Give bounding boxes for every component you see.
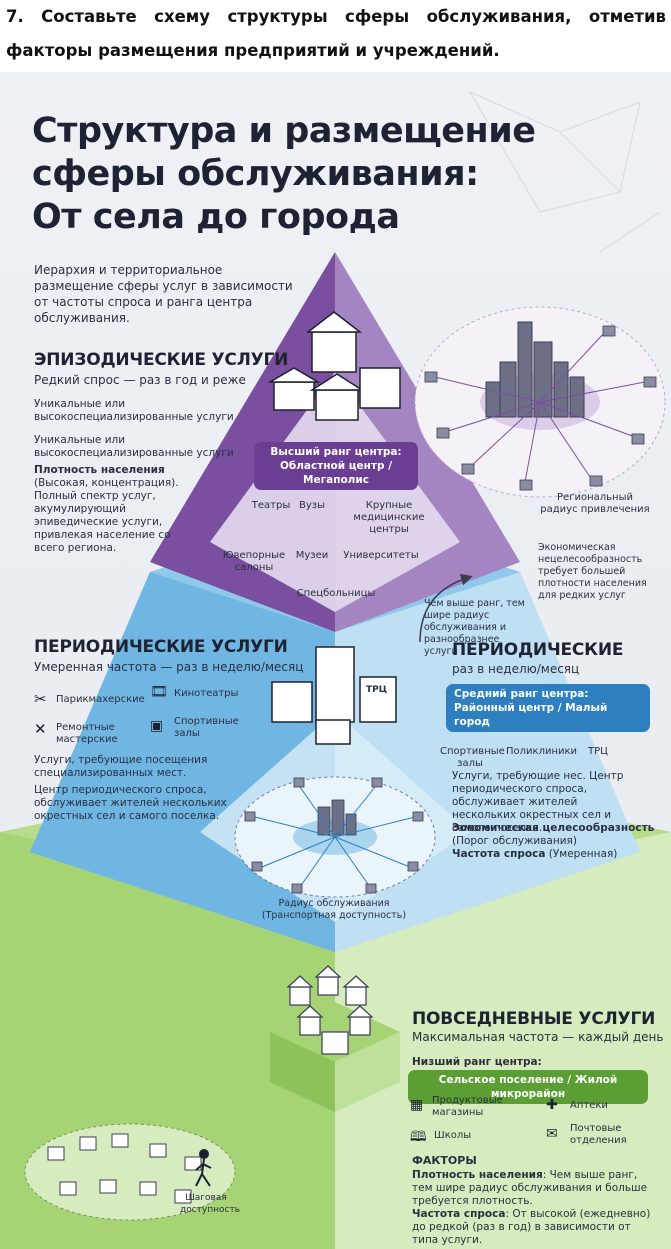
daily-density-label: Плотность населения (412, 1169, 543, 1181)
city-skyline (485, 321, 585, 418)
label-mall: ТРЦ (588, 746, 608, 757)
regional-radius-label: Региональный радиус привлечения (540, 492, 650, 515)
periodic-radius-label: Радиус обслуживания (Транспортная доступ… (261, 898, 407, 921)
daily-center-pill: Сельское поселение / Жилой микрорайон (408, 1070, 648, 1104)
periodic-heading: ПЕРИОДИЧЕСКИЕ УСЛУГИ (34, 637, 288, 657)
daily-freq-label: Частота спроса (412, 1208, 506, 1220)
pharmacy-icon: ✚ (546, 1097, 558, 1113)
daily-freq-text: : От высокой (ежедневно) до редкой (раз … (412, 1208, 651, 1246)
film-icon: 🎞 (150, 684, 168, 700)
title-line-1: Структура и размещение (32, 111, 536, 151)
shop-icon: ▦ (410, 1097, 424, 1113)
label-barber: Парикмахерские (56, 694, 145, 705)
periodic-econ-label: Эономическая целесообразность (452, 822, 655, 834)
label-repair: Ремонтные мастерские (56, 722, 118, 745)
regional-center-buildings (267, 311, 401, 421)
label-post: Почтовые отделения (570, 1123, 627, 1146)
episodic-density-text: (Высокая, концентрация). Полный спектр у… (34, 477, 179, 554)
label-universities: Университеты (343, 550, 419, 561)
periodic-center-value: Районный центр / Малый город (454, 702, 608, 728)
rank-note: Чем выше ранг, тем шире радиус обслужива… (424, 598, 525, 657)
label-sport-left: Спортивные залы (174, 716, 239, 739)
label-cinema: Кинотеатры (174, 688, 239, 699)
periodic-center-label: Средний ранг центра: (454, 688, 589, 700)
city-arrows (434, 331, 646, 483)
daily-freq: Частота спроса: От высокой (ежедневно) д… (412, 1208, 657, 1247)
district-center-buildings (271, 646, 397, 745)
periodic-freq: Частота спроса (Умеренная) (452, 848, 617, 861)
title-line-3: От села до города (32, 197, 400, 237)
walking-person-icon (195, 1149, 212, 1187)
econ-note: Экономическая нецелесообразность требует… (538, 542, 647, 601)
village-houses (286, 965, 374, 1055)
poster-title: Структура и размещение сферы обслуживани… (32, 110, 536, 239)
periodic-freq-label: Частота спроса (452, 848, 546, 860)
walking-label: Шаговая доступность (180, 1193, 241, 1215)
episodic-center-label: Высший ранг центра: (270, 446, 402, 458)
episodic-note-1: Уникальные или высокоспециализированные … (34, 398, 234, 423)
periodic-econ-value: (Порог обслуживания) (452, 835, 577, 847)
episodic-subheading: Редкий спрос — раз в год и реже (34, 373, 246, 387)
infographic-poster: Структура и размещение сферы обслуживани… (0, 72, 671, 1249)
label-museums: Музеи (295, 550, 329, 561)
gym-icon: ▣ (150, 718, 164, 734)
daily-center-value: Сельское поселение / Жилой микрорайон (438, 1074, 618, 1100)
daily-density: Плотность населения: Чем выше ранг, тем … (412, 1169, 652, 1208)
daily-factors-heading: ФАКТОРЫ (412, 1154, 477, 1167)
label-jewelry: Ювепорные салоны (222, 550, 286, 573)
background-network (469, 91, 661, 253)
label-pharmacy: Аптеки (570, 1100, 608, 1111)
periodic-right-subheading: раз в неделю/месяц (452, 662, 580, 676)
label-theatres: Театры (251, 500, 291, 511)
episodic-heading: ЭПИЗОДИЧЕСКИЕ УСЛУГИ (34, 350, 289, 370)
label-universities-short: Вузы (299, 500, 325, 511)
label-hospitals: Спецбольницы (296, 588, 376, 599)
daily-center-label: Низший ранг центра: (412, 1056, 542, 1068)
label-sport-right: Спортивные залы (440, 746, 505, 769)
periodic-subheading: Умеренная частота — раз в неделю/месяц (34, 660, 304, 674)
periodic-text-1: Услуги, требующие посещения специализиро… (34, 754, 208, 779)
label-schools: Школы (434, 1130, 472, 1141)
periodic-freq-value: (Умеренная) (548, 848, 618, 860)
mall-sign: ТРЦ (366, 685, 388, 695)
title-line-2: сферы обслуживания: (32, 154, 479, 194)
periodic-right-heading: ПЕРИОДИЧЕСКИЕ (452, 640, 624, 660)
label-medical-centers: Крупные медицинские центры (353, 500, 425, 535)
episodic-note-2: Уникальные или высокоспециализированные … (34, 434, 234, 459)
task-line-2: факторы размещения предприятий и учрежде… (6, 41, 500, 60)
daily-layer-right (335, 832, 671, 1249)
task-line-1: 7. Составьте схему структуры сферы обслу… (6, 7, 666, 26)
daily-density-text: : Чем выше ранг, тем шире радиус обслужи… (412, 1169, 648, 1207)
tools-icon: ✕ (34, 720, 47, 738)
episodic-center-value: Областной центр / Мегаполис (279, 460, 393, 486)
task-text: 7. Составьте схему структуры сферы обслу… (6, 0, 666, 68)
episodic-inner-face (210, 372, 460, 612)
school-icon: 🕮 (410, 1129, 427, 1145)
periodic-text-2: Центр периодического спроса, обслуживает… (34, 784, 227, 822)
episodic-center-pill: Высший ранг центра: Областной центр / Ме… (254, 442, 418, 490)
daily-heading: ПОВСЕДНЕВНЫЕ УСЛУГИ (412, 1009, 656, 1029)
pyramid-graphic (0, 91, 671, 1249)
periodic-center-pill: Средний ранг центра: Районный центр / Ма… (446, 684, 650, 732)
label-clinics: Поликлиники (506, 746, 578, 757)
periodic-right-text: Услуги, требующие нес. Центр периодическ… (452, 770, 624, 834)
label-groceries: Продуктовые магазины (432, 1095, 503, 1118)
daily-subheading: Максимальная частота — каждый день (412, 1030, 664, 1044)
mail-icon: ✉ (546, 1126, 558, 1142)
scissors-icon: ✂ (34, 690, 47, 708)
episodic-density-label: Плотность населения (34, 464, 165, 476)
intro-text: Иерархия и территориальное размещение сф… (34, 263, 293, 325)
